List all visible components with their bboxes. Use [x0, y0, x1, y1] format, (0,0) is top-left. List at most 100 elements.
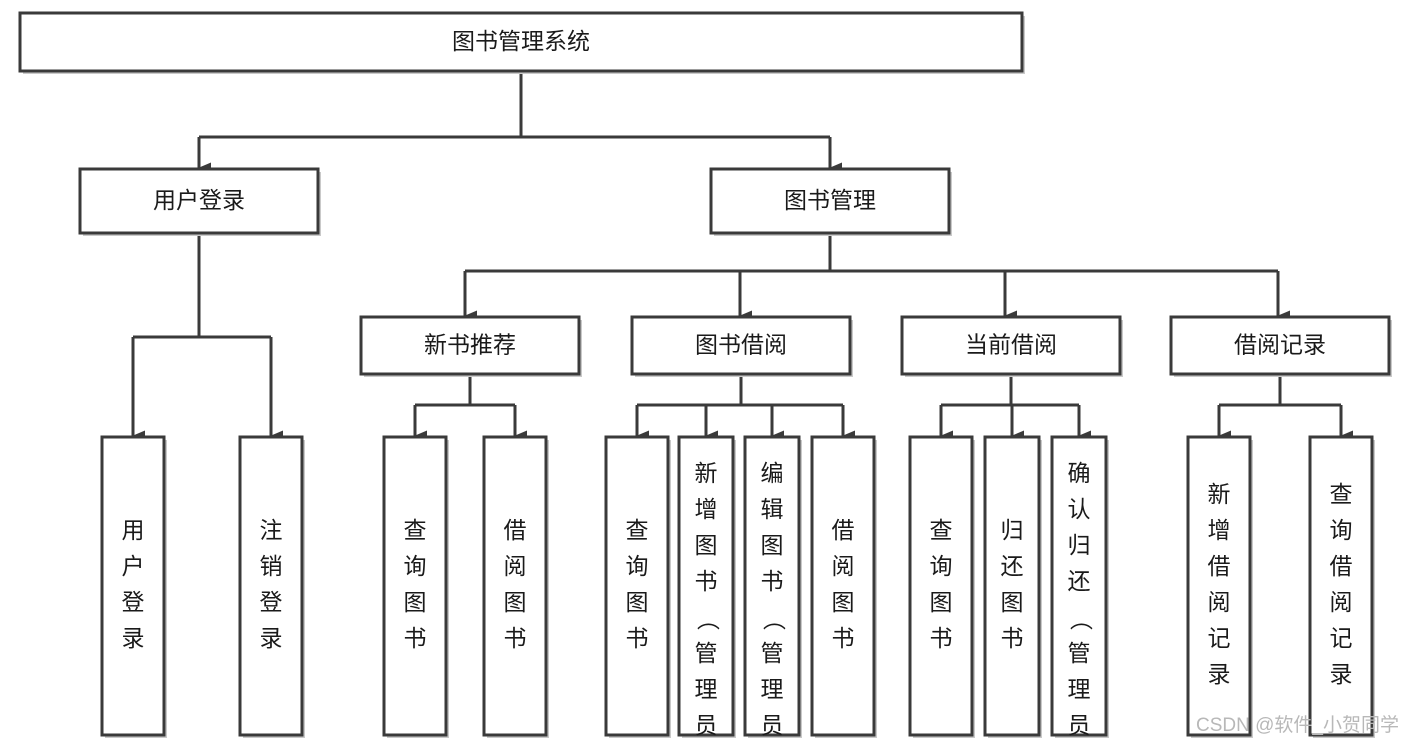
node-leaf-query-book-2-label-char: 询	[626, 553, 649, 579]
node-root-system[interactable]: 图书管理系统	[18, 11, 1025, 74]
node-new-book-recommend-label: 新书推荐	[424, 332, 516, 358]
node-leaf-user-login-label-char: 户	[122, 553, 145, 579]
node-leaf-add-book-label-char: 理	[695, 676, 718, 702]
node-leaf-edit-book-label-char: 管	[761, 640, 784, 666]
node-leaf-confirm-return-rect[interactable]	[1050, 435, 1108, 737]
node-leaf-return-book-rect[interactable]	[983, 435, 1041, 737]
node-new-book-recommend-rect[interactable]	[359, 315, 581, 376]
node-layer: 图书管理系统用户登录图书管理新书推荐图书借阅当前借阅借阅记录用户登录注销登录查询…	[18, 11, 1392, 747]
node-leaf-borrow-book-1-rect[interactable]	[482, 435, 548, 737]
node-leaf-borrow-book-2-rect[interactable]	[810, 435, 876, 737]
node-root-system-label: 图书管理系统	[452, 28, 590, 54]
node-leaf-query-book-1-label-char: 询	[404, 553, 427, 579]
node-borrow-record-rect[interactable]	[1169, 315, 1391, 376]
node-current-borrow-rect[interactable]	[900, 315, 1122, 376]
node-leaf-borrow-book-2-label-char: 阅	[832, 553, 855, 579]
node-leaf-user-login-label-char: 登	[122, 589, 145, 615]
node-leaf-confirm-return-label-char: 管	[1068, 640, 1091, 666]
node-leaf-query-book-3-label-char: 书	[930, 625, 953, 651]
node-leaf-user-logout-rect[interactable]	[238, 435, 304, 737]
node-leaf-query-borrow-record-label-char: 阅	[1330, 589, 1353, 615]
node-leaf-borrow-book-2-label-char: 书	[832, 625, 855, 651]
node-leaf-query-book-2-label-char: 查	[626, 517, 649, 543]
node-book-management-rect[interactable]	[709, 167, 951, 235]
node-leaf-user-login-rect[interactable]	[100, 435, 166, 737]
node-leaf-add-borrow-record-label-char: 记	[1208, 625, 1231, 651]
csdn-watermark: CSDN @软件_小贺同学	[1196, 714, 1399, 736]
node-leaf-borrow-book-1-label-char: 书	[504, 625, 527, 651]
node-leaf-confirm-return-label-char: （	[1068, 608, 1094, 631]
node-leaf-edit-book-rect[interactable]	[743, 435, 801, 737]
node-leaf-confirm-return-label-char: 归	[1068, 532, 1091, 558]
node-borrow-record-label: 借阅记录	[1234, 332, 1326, 358]
node-leaf-query-borrow-record-label-char: 录	[1330, 661, 1353, 687]
node-leaf-add-borrow-record-label-char: 录	[1208, 661, 1231, 687]
node-leaf-confirm-return-label-char: 理	[1068, 676, 1091, 702]
node-root-system-rect[interactable]	[18, 11, 1024, 73]
node-leaf-edit-book-label-char: 辑	[761, 496, 784, 522]
node-leaf-query-book-1-label-char: 书	[404, 625, 427, 651]
node-book-management[interactable]: 图书管理	[709, 167, 952, 236]
node-leaf-query-book-2-rect[interactable]	[604, 435, 670, 737]
node-user-login-rect[interactable]	[78, 167, 320, 235]
node-book-management-label: 图书管理	[784, 187, 876, 213]
node-leaf-query-borrow-record-label-char: 借	[1330, 553, 1353, 579]
node-user-login[interactable]: 用户登录	[78, 167, 321, 236]
node-leaf-add-book-label-char: 书	[695, 568, 718, 594]
node-current-borrow-label: 当前借阅	[965, 332, 1057, 358]
node-leaf-user-login[interactable]: 用户登录	[100, 435, 167, 738]
node-leaf-edit-book-label-char: （	[761, 608, 787, 631]
node-leaf-user-logout-label-char: 录	[260, 625, 283, 651]
node-leaf-query-borrow-record-label-char: 记	[1330, 625, 1353, 651]
node-leaf-confirm-return-label-char: 确	[1068, 460, 1091, 486]
node-leaf-add-book-label-char: 图	[695, 532, 718, 558]
node-leaf-add-borrow-record-label-char: 阅	[1208, 589, 1231, 615]
node-current-borrow[interactable]: 当前借阅	[900, 315, 1123, 377]
node-leaf-add-borrow-record-rect[interactable]	[1186, 435, 1252, 737]
node-book-borrow-label: 图书借阅	[695, 332, 787, 358]
connector-layer	[131, 71, 1353, 442]
node-borrow-record[interactable]: 借阅记录	[1169, 315, 1392, 377]
node-book-borrow[interactable]: 图书借阅	[630, 315, 853, 377]
node-leaf-query-book-1-rect[interactable]	[382, 435, 448, 737]
node-leaf-query-book-2-label-char: 书	[626, 625, 649, 651]
node-leaf-return-book-label-char: 归	[1001, 517, 1024, 543]
node-book-borrow-rect[interactable]	[630, 315, 852, 376]
node-leaf-query-book-1-label-char: 图	[404, 589, 427, 615]
node-leaf-add-book-label-char: 增	[695, 496, 718, 522]
node-leaf-add-borrow-record-label-char: 新	[1208, 481, 1231, 507]
node-leaf-return-book-label-char: 图	[1001, 589, 1024, 615]
node-leaf-query-book-3-label-char: 询	[930, 553, 953, 579]
node-new-book-recommend[interactable]: 新书推荐	[359, 315, 582, 377]
node-leaf-add-book-rect[interactable]	[677, 435, 735, 737]
node-leaf-return-book-label-char: 书	[1001, 625, 1024, 651]
node-leaf-borrow-book-2-label-char: 图	[832, 589, 855, 615]
node-leaf-query-book-3-label-char: 图	[930, 589, 953, 615]
watermark-layer: CSDN @软件_小贺同学	[1196, 714, 1399, 736]
node-leaf-add-borrow-record-label-char: 增	[1208, 517, 1231, 543]
node-leaf-query-book-3-rect[interactable]	[908, 435, 974, 737]
node-leaf-add-book-label-char: 新	[695, 460, 718, 486]
node-user-login-label: 用户登录	[153, 187, 245, 213]
node-leaf-user-login-label-char: 用	[122, 517, 145, 543]
node-leaf-edit-book-label-char: 理	[761, 676, 784, 702]
node-leaf-confirm-return-label-char: 还	[1068, 568, 1091, 594]
node-leaf-query-borrow-record-rect[interactable]	[1308, 435, 1374, 737]
node-leaf-confirm-return-label-char: 认	[1068, 496, 1091, 522]
node-leaf-edit-book-label-char: 编	[761, 460, 784, 486]
node-leaf-confirm-return-label-char: 员	[1068, 712, 1091, 738]
node-leaf-user-login-label-char: 录	[122, 625, 145, 651]
